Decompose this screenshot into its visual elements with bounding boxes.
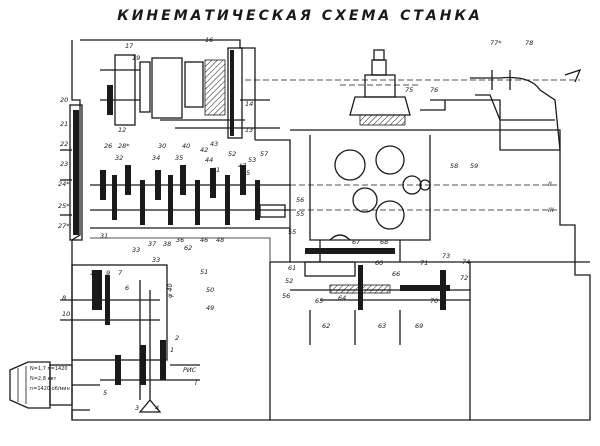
part-label-l19: 19 — [132, 54, 140, 62]
part-label-l52: 52 — [228, 150, 236, 158]
part-label-l56: 56 — [296, 196, 304, 204]
part-label-l70: 70 — [430, 297, 438, 305]
part-label-l33: 33 — [132, 246, 140, 254]
part-label-l10: 10 — [62, 310, 70, 318]
part-label-l24: 24* — [58, 180, 70, 188]
part-label-l46: 46 — [200, 236, 208, 244]
part-label-l11: 11 — [90, 269, 98, 277]
part-label-l26: 26 — [104, 142, 112, 150]
part-label-l52: 52 — [285, 277, 293, 285]
carriage-gears — [290, 248, 470, 345]
part-label-l38: 38 — [163, 240, 171, 248]
part-label-l47: 47 — [238, 162, 247, 170]
part-label-lI: I — [195, 379, 197, 387]
part-label-l49: 49 — [206, 304, 214, 312]
page-title: КИНЕМАТИЧЕСКАЯ СХЕМА СТАНКА — [117, 8, 483, 24]
part-label-l28: 28* — [118, 142, 130, 150]
part-label-l61: 61 — [288, 264, 296, 272]
part-label-l71: 71 — [420, 259, 428, 267]
part-label-l27: 27* — [58, 222, 70, 230]
part-label-l8: 8 — [62, 294, 66, 302]
part-label-l30: 30 — [158, 142, 166, 150]
part-label-l7: 7 — [118, 269, 123, 277]
part-label-l58: 58 — [450, 162, 458, 170]
part-label-l73: 73 — [442, 252, 450, 260]
part-label-l40: 40 — [182, 142, 190, 150]
part-label-motor1: N=1,7 n=1420 — [30, 366, 68, 372]
part-label-l2: 2 — [175, 334, 179, 342]
part-label-l20: 20 — [60, 96, 68, 104]
part-label-l59: 59 — [470, 162, 478, 170]
part-label-l62: 62 — [322, 322, 330, 330]
part-label-l42: 42 — [200, 146, 208, 154]
part-label-l21: 21 — [60, 120, 68, 128]
feed-box — [60, 264, 200, 400]
part-label-l32: 32 — [115, 154, 123, 162]
part-label-l43: 43 — [210, 140, 218, 148]
part-label-l14: 14 — [245, 100, 253, 108]
part-label-lRiv: РИС — [183, 366, 197, 374]
part-label-l77: 77* — [490, 39, 502, 47]
part-label-l34: 34 — [152, 154, 160, 162]
part-label-l22: 22 — [60, 140, 68, 148]
part-label-l48: 48 — [216, 236, 224, 244]
part-label-l37: 37 — [148, 240, 157, 248]
part-label-l50: 50 — [206, 286, 214, 294]
chuck-assembly — [349, 49, 582, 151]
part-label-l56: 56 — [282, 292, 290, 300]
motor — [9, 361, 100, 409]
part-label-l57: 57 — [260, 150, 269, 158]
left-gear-train — [60, 104, 83, 241]
part-label-l25: 25* — [58, 202, 70, 210]
part-label-l16: 16 — [205, 36, 213, 44]
part-label-l1: 1 — [170, 346, 174, 354]
part-label-l60: 60 — [375, 259, 383, 267]
part-label-l51: 51 — [200, 268, 208, 276]
part-label-lII: II — [548, 180, 552, 188]
part-label-l4: 4 — [155, 404, 159, 412]
part-label-l17: 17 — [125, 42, 134, 50]
part-label-l13: 13 — [245, 126, 253, 134]
upper-gearbox — [100, 47, 280, 139]
part-label-lPhi: φ 40 — [166, 283, 174, 298]
part-label-l53: 53 — [248, 156, 256, 164]
apron-gears — [290, 145, 560, 230]
part-label-l45: 45 — [242, 169, 250, 177]
part-label-l78: 78 — [525, 39, 533, 47]
part-label-l31: 31 — [100, 232, 108, 240]
part-label-l67: 67 — [352, 238, 361, 246]
part-label-lIII: III — [548, 206, 554, 214]
part-label-l65: 65 — [315, 297, 323, 305]
part-label-l62: 62 — [184, 244, 192, 252]
part-label-l74: 74 — [462, 258, 470, 266]
part-label-l69: 69 — [415, 322, 423, 330]
part-label-l6: 6 — [125, 284, 129, 292]
part-label-l12: 12 — [118, 126, 126, 134]
part-label-motor2: N=2,8 квт — [30, 376, 56, 382]
part-label-l66: 66 — [392, 270, 400, 278]
part-label-l44: 44 — [205, 156, 213, 164]
part-label-motor3: n=1420 об/мин — [30, 386, 70, 392]
part-label-l41: 41 — [212, 166, 220, 174]
middle-gearbox — [90, 165, 290, 229]
part-label-l33: 33 — [152, 256, 160, 264]
part-label-l72: 72 — [460, 274, 468, 282]
part-labels: 17 19 16 14 13 12 20 21 22 23 24* 25* 27… — [30, 36, 554, 412]
part-label-l68: 68 — [380, 238, 388, 246]
part-label-l75: 75 — [405, 86, 413, 94]
part-label-l9: 9 — [106, 269, 110, 277]
part-label-l63: 63 — [378, 322, 386, 330]
part-label-l76: 76 — [430, 86, 438, 94]
part-label-l36: 36 — [176, 236, 184, 244]
part-label-l5: 5 — [103, 389, 107, 397]
part-label-l35: 35 — [175, 154, 183, 162]
part-label-l55: 55 — [288, 228, 296, 236]
part-label-l64: 64 — [338, 294, 346, 302]
part-label-l23: 23 — [60, 160, 68, 168]
part-label-l55: 55 — [296, 210, 304, 218]
part-label-l3: 3 — [135, 404, 139, 412]
